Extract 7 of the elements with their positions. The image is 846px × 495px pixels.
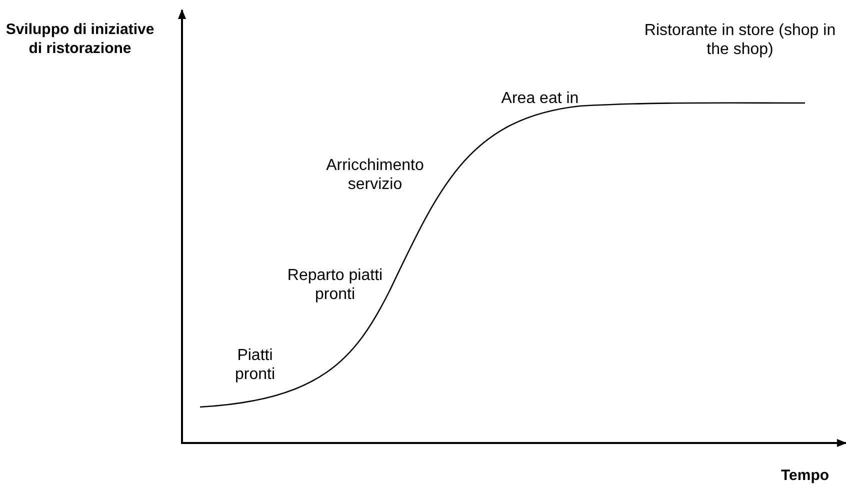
stage-label: Arricchimento servizio (325, 156, 425, 194)
axis-title: Sviluppo di iniziative di ristorazione (5, 20, 155, 58)
stage-label: Piatti pronti (234, 346, 276, 384)
axis-title: Tempo (780, 466, 830, 485)
stage-label: Ristorante in store (shop in the shop) (643, 21, 837, 59)
stage-label: Reparto piatti pronti (286, 266, 384, 304)
stage-label: Area eat in (500, 89, 580, 108)
